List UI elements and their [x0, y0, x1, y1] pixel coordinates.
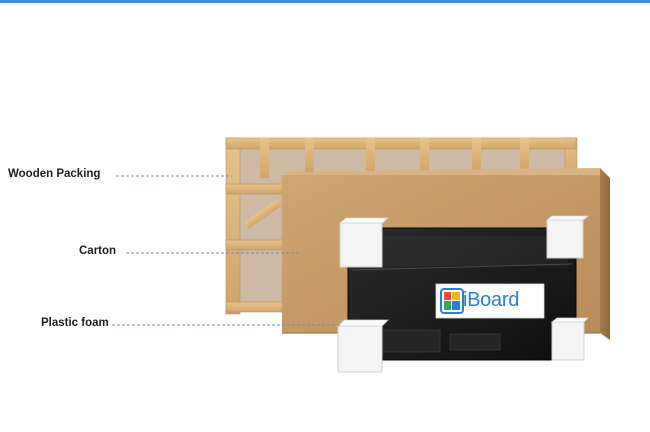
crate-slat-2: [305, 138, 314, 172]
label-carton: Carton: [79, 245, 117, 257]
crate-slat-4: [420, 138, 429, 172]
top-accent-line: [0, 0, 650, 3]
crate-diagonal-brace: [244, 199, 282, 229]
crate-left-post: [225, 137, 241, 315]
crate-slat-6: [520, 138, 529, 172]
crate-slat-1: [260, 138, 269, 178]
label-wooden-packing: Wooden Packing: [8, 168, 101, 180]
foam-corner-top-left: [338, 217, 390, 268]
display-port-block: [379, 329, 441, 353]
crate-top-rail: [225, 137, 577, 150]
display-reflection: [356, 236, 568, 266]
foam-corner-bottom-right: [550, 317, 589, 361]
foam-corner-top-right: [545, 215, 590, 259]
carton-side-face: [600, 168, 610, 340]
iboard-logo: [435, 283, 545, 319]
iboard-logo-text: iBoard: [463, 289, 520, 311]
display-bezel-line: [351, 263, 573, 271]
crate-slat-3: [366, 138, 375, 172]
iboard-logo-icon: [440, 288, 464, 314]
label-plastic-foam: Plastic foam: [41, 317, 109, 329]
display-port-block: [449, 333, 501, 351]
foam-corner-bottom-left: [337, 319, 389, 373]
crate-slat-5: [472, 138, 481, 172]
plastic-foam-corners: [337, 215, 590, 373]
